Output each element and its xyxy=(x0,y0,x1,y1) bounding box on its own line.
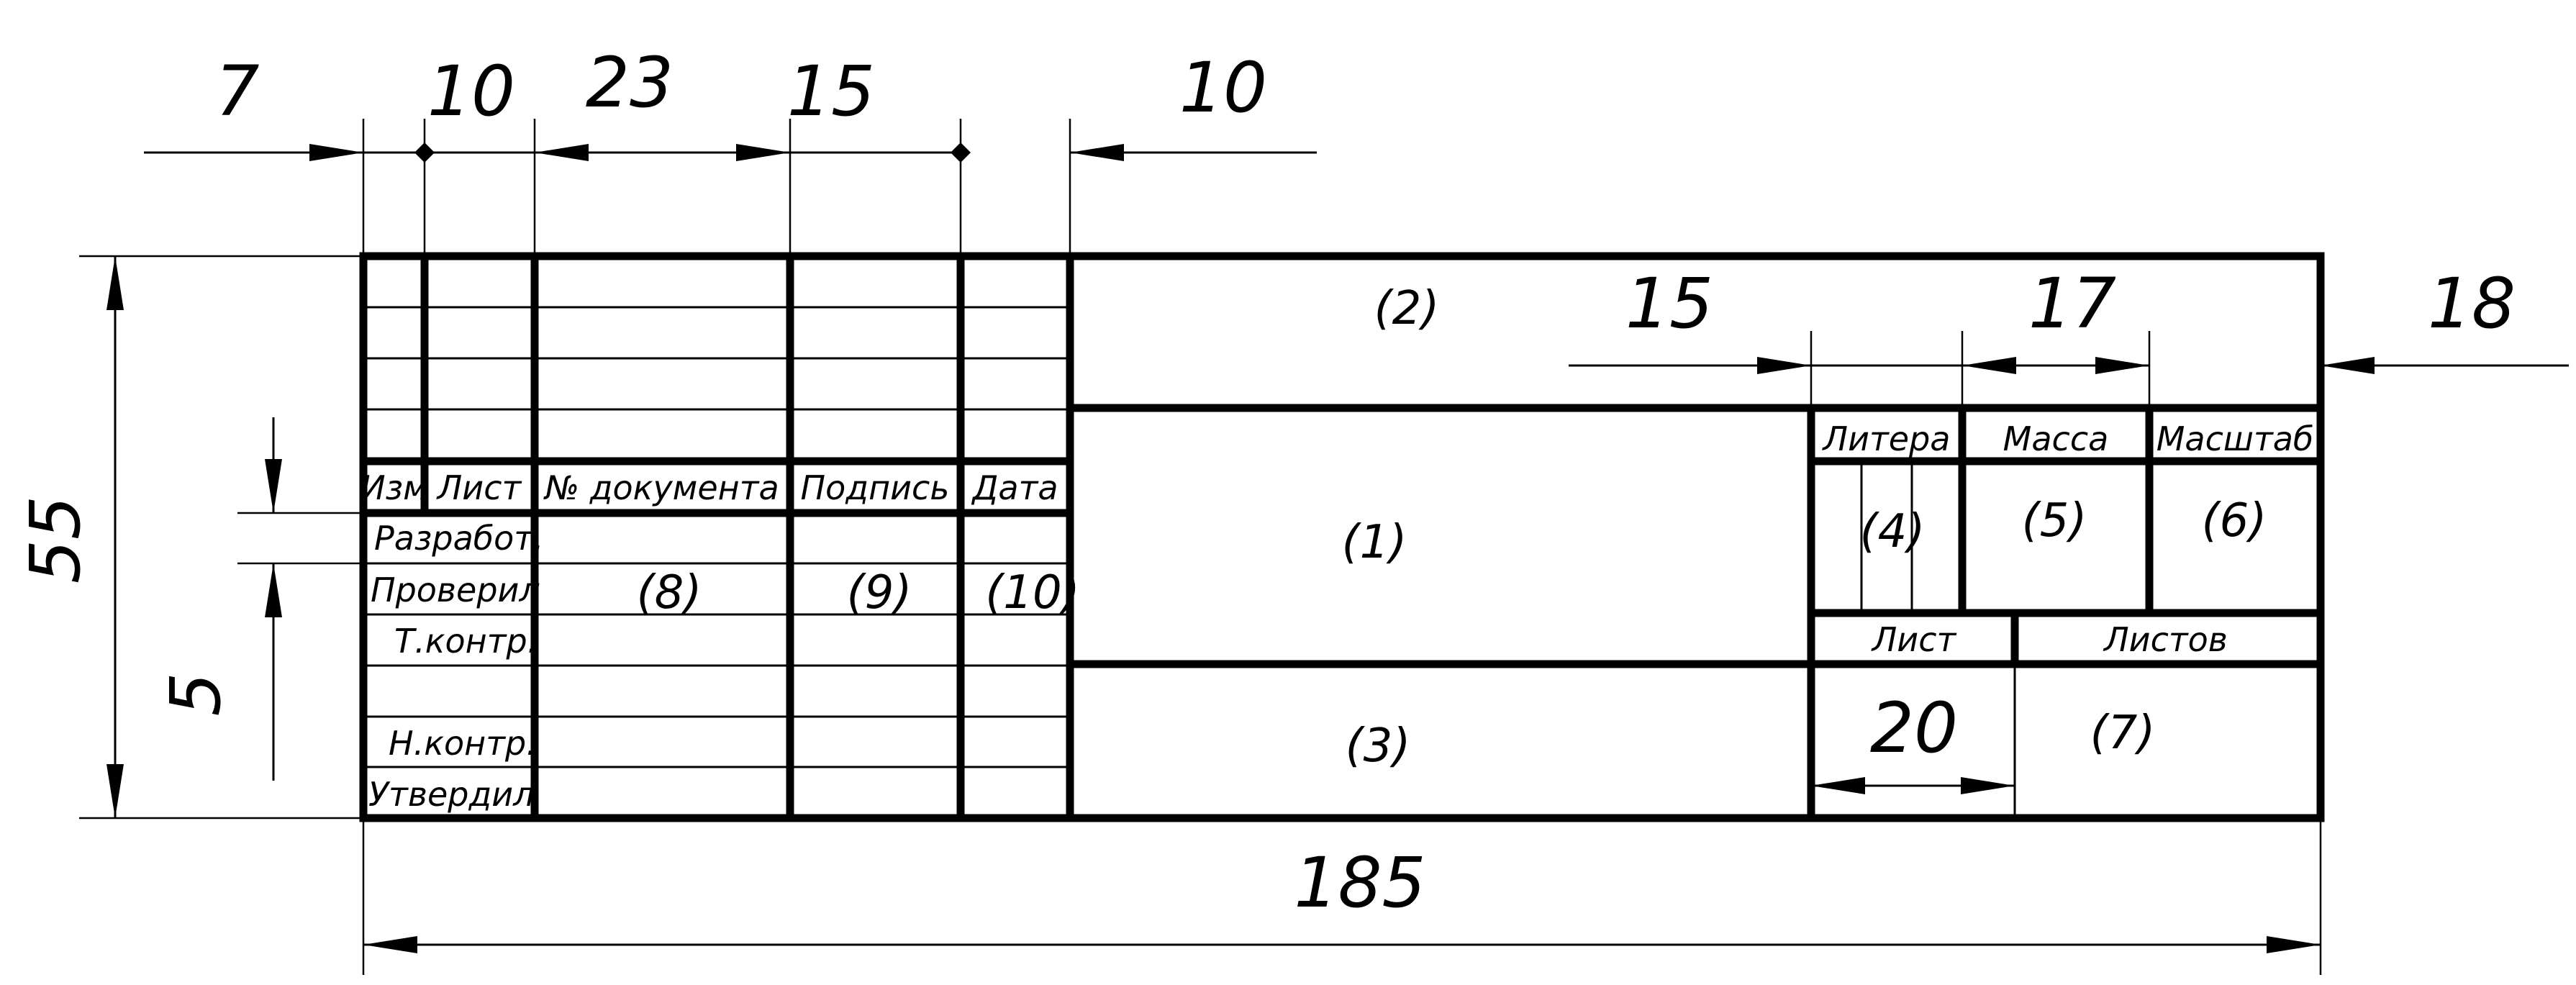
header-podpis: Подпись xyxy=(801,468,950,507)
label-massa: Масса xyxy=(2003,419,2109,458)
label-list: Лист xyxy=(1871,620,1957,659)
right-dimensions: 15 17 18 xyxy=(1569,263,2569,408)
header-izm: Изм xyxy=(360,468,428,507)
row-labels: Разработ. Проверил Т.контр. Н.контр. Утв… xyxy=(368,519,544,814)
dim-7: 7 xyxy=(215,51,259,132)
title-block-frame xyxy=(359,252,2325,822)
zone-7: (7) xyxy=(2090,707,2156,760)
dim-185: 185 xyxy=(1294,843,1425,923)
label-listov: Листов xyxy=(2103,620,2228,659)
zone-numbers: (2) (1) (3) (4) (5) (6) (7) (8) (9) (10) xyxy=(637,282,2267,773)
header-data: Дата xyxy=(971,468,1058,507)
row-razrabot: Разработ. xyxy=(374,519,544,558)
row-nkontr: Н.контр. xyxy=(389,724,537,763)
dim-185-group: 185 xyxy=(362,818,2322,975)
label-masshtab: Масштаб xyxy=(2157,419,2314,458)
row-tkontr: Т.контр. xyxy=(394,622,538,661)
zone-3: (3) xyxy=(1346,720,1411,773)
row-proveril: Проверил xyxy=(371,571,540,609)
header-list: Лист xyxy=(436,468,522,507)
dim-18: 18 xyxy=(2428,263,2516,344)
dim-15-right: 15 xyxy=(1625,263,1713,344)
header-labels: Изм Лист № документа Подпись Дата xyxy=(360,468,1058,507)
zone-2: (2) xyxy=(1374,282,1440,335)
header-doc-no: № документа xyxy=(543,468,779,507)
dim-5: 5 xyxy=(155,672,236,716)
zone-10: (10) xyxy=(985,566,1079,619)
zone-1: (1) xyxy=(1342,516,1407,569)
top-dimensions: 7 10 23 15 10 xyxy=(144,42,1317,259)
dim-17: 17 xyxy=(2028,263,2116,344)
zone-8: (8) xyxy=(637,566,702,619)
zone-4: (4) xyxy=(1860,505,1926,558)
dim-10-left: 10 xyxy=(427,51,515,132)
left-dimensions: 55 5 xyxy=(15,255,363,820)
dim-10-right: 10 xyxy=(1179,47,1267,128)
right-labels: Литера Масса Масштаб Лист Листов xyxy=(1822,419,2314,659)
dim-20: 20 xyxy=(1870,688,1958,768)
dim-20-group: 20 xyxy=(1811,688,2015,794)
zone-6: (6) xyxy=(2202,494,2267,548)
row-utverdil: Утвердил xyxy=(368,775,535,814)
label-litera: Литера xyxy=(1822,419,1951,458)
zone-5: (5) xyxy=(2022,494,2087,548)
dim-15-top: 15 xyxy=(787,51,875,132)
zone-9: (9) xyxy=(847,566,912,619)
dim-23: 23 xyxy=(586,42,674,123)
dim-55: 55 xyxy=(15,496,96,584)
